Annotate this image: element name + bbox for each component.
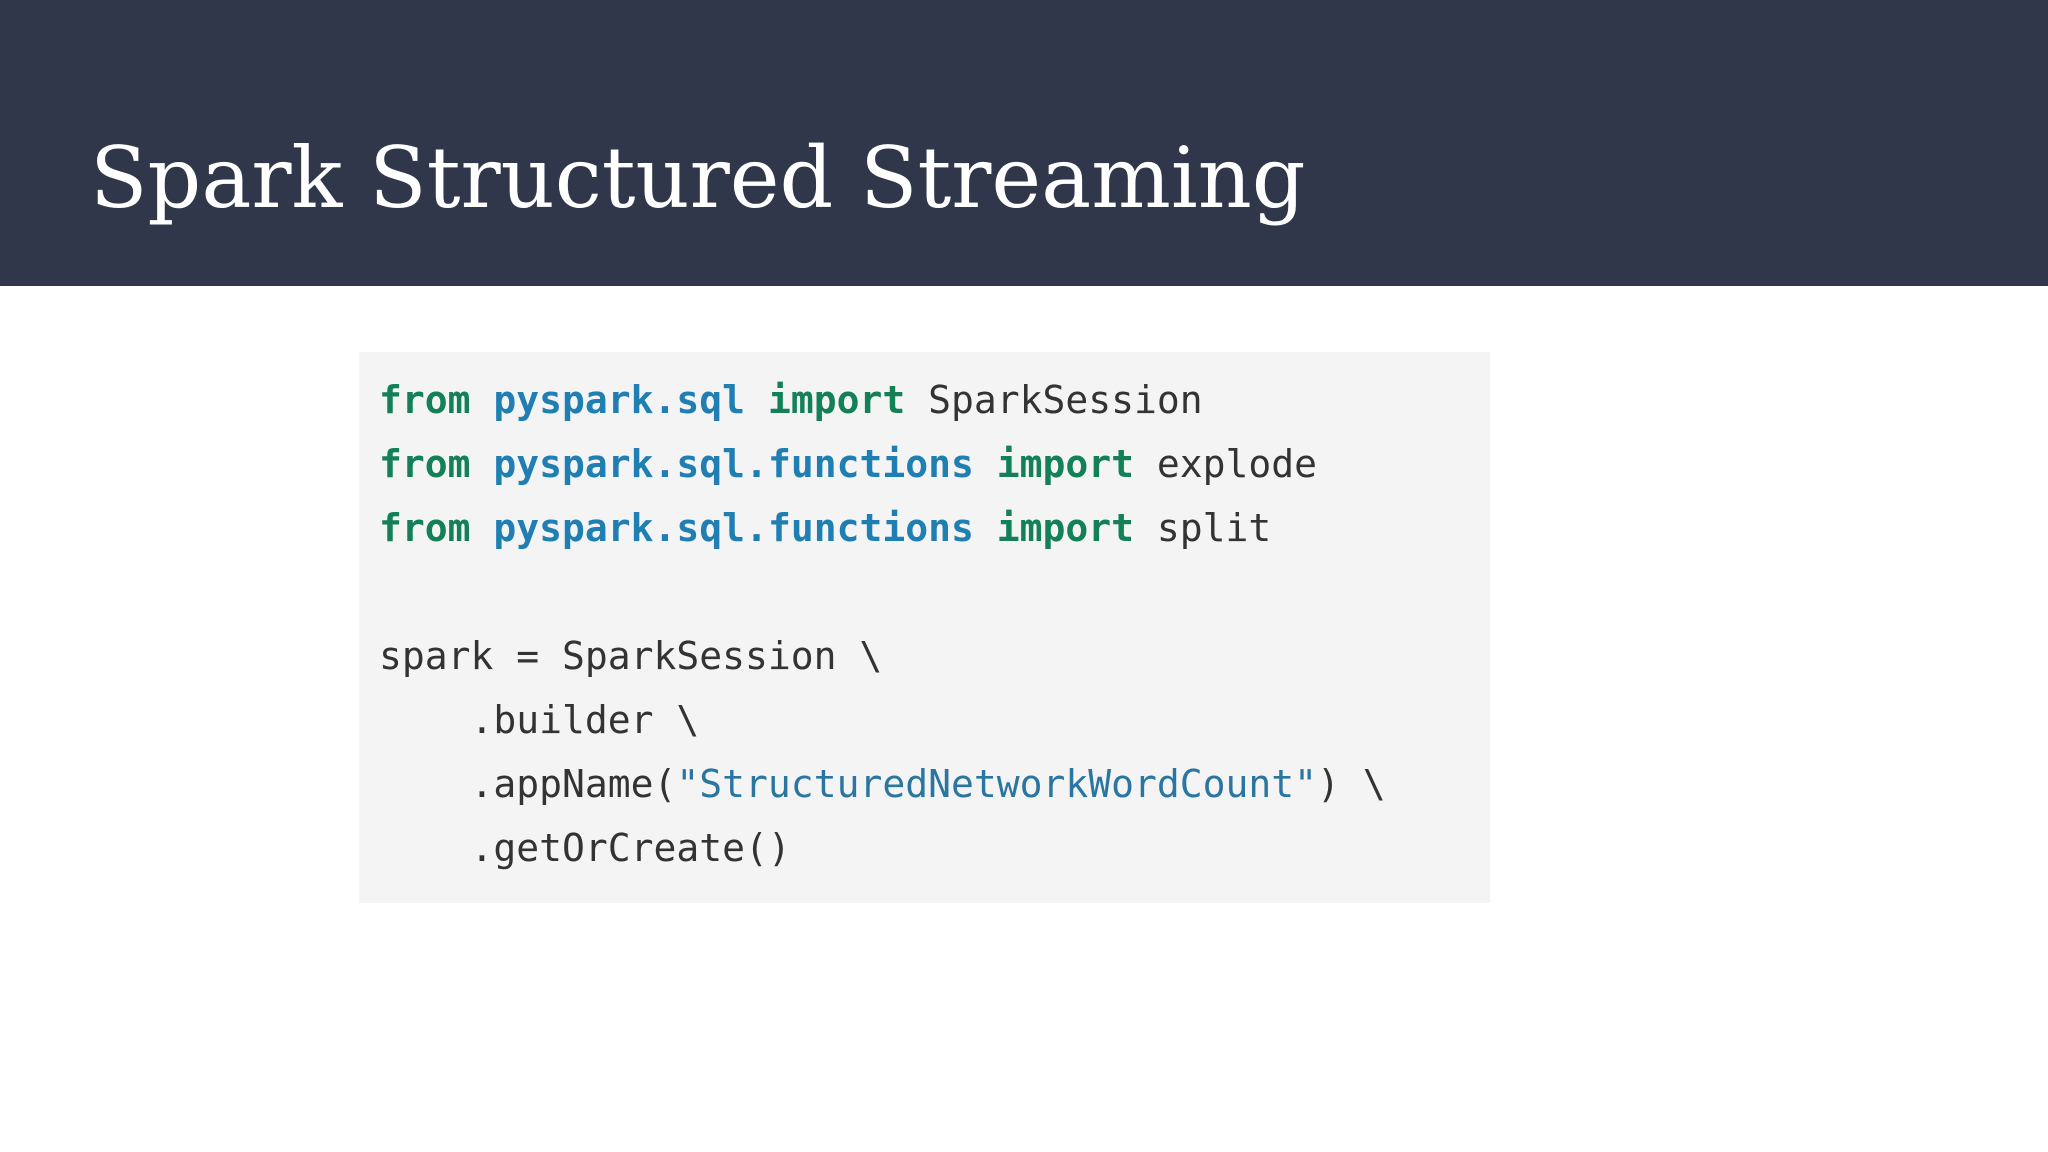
code-keyword: from xyxy=(379,378,471,422)
code-text: .builder \ xyxy=(379,698,700,742)
code-keyword: import xyxy=(767,378,906,422)
code-text: spark = SparkSession \ xyxy=(379,634,883,678)
code-line: .builder \ xyxy=(379,688,1386,752)
code-keyword: import xyxy=(996,506,1135,550)
code-keyword: import xyxy=(996,442,1135,486)
code-module-name: pyspark.sql.functions xyxy=(493,442,974,486)
code-text xyxy=(974,506,997,550)
code-line: .getOrCreate() xyxy=(379,816,1386,880)
code-text: .appName( xyxy=(379,762,677,806)
code-line: .appName("StructuredNetworkWordCount") \ xyxy=(379,752,1386,816)
code-line: spark = SparkSession \ xyxy=(379,624,1386,688)
code-text xyxy=(471,378,494,422)
code-line xyxy=(379,560,1386,624)
code-text: SparkSession xyxy=(905,378,1203,422)
code-text xyxy=(471,442,494,486)
code-text xyxy=(471,506,494,550)
code-text: split xyxy=(1134,506,1272,550)
code-text xyxy=(974,442,997,486)
code-text: .getOrCreate() xyxy=(379,826,791,870)
slide-title: Spark Structured Streaming xyxy=(90,129,1306,227)
code-module-name: pyspark.sql xyxy=(493,378,746,422)
code-line: from pyspark.sql import SparkSession xyxy=(379,368,1386,432)
code-line: from pyspark.sql.functions import explod… xyxy=(379,432,1386,496)
title-band: Spark Structured Streaming xyxy=(0,0,2048,286)
code-module-name: pyspark.sql.functions xyxy=(493,506,974,550)
code-keyword: from xyxy=(379,442,471,486)
code-line: from pyspark.sql.functions import split xyxy=(379,496,1386,560)
code-text: ) \ xyxy=(1317,762,1386,806)
code-text xyxy=(745,378,768,422)
code-keyword: from xyxy=(379,506,471,550)
code-string: "StructuredNetworkWordCount" xyxy=(676,762,1318,806)
code-text: explode xyxy=(1134,442,1318,486)
